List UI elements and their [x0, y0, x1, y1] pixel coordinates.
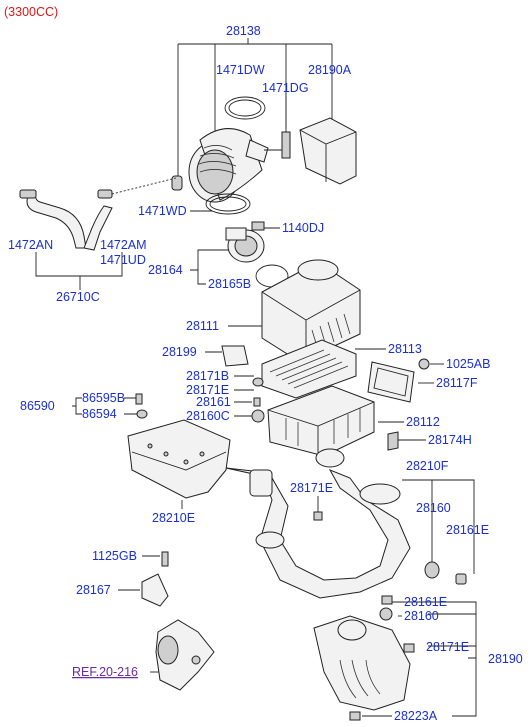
air-duct-28210E — [127, 419, 231, 499]
ref-link[interactable]: REF.20-216 — [72, 665, 138, 679]
leader-lines — [35, 38, 477, 717]
bracket-28174H — [387, 431, 399, 451]
label-28160-b[interactable]: 28160 — [404, 609, 439, 623]
label-28161[interactable]: 28161 — [196, 395, 231, 409]
engine-mount-ref — [155, 619, 215, 691]
label-28190A[interactable]: 28190A — [308, 63, 352, 77]
label-28161E-b[interactable]: 28161E — [404, 595, 447, 609]
label-28138[interactable]: 28138 — [226, 24, 261, 38]
bolt-28171 — [252, 377, 264, 387]
label-1472AM[interactable]: 1472AM — [100, 238, 147, 252]
bolt-28171E-mid — [313, 511, 323, 521]
maf-sensor-28164 — [225, 221, 265, 263]
bolt-1125GB — [161, 551, 169, 567]
label-1140DJ[interactable]: 1140DJ — [282, 221, 324, 235]
label-28160C[interactable]: 28160C — [186, 409, 230, 423]
filter-element-28113 — [261, 339, 357, 399]
air-cleaner-body-28112 — [267, 385, 375, 468]
gasket-28117F — [367, 361, 415, 403]
label-28112[interactable]: 28112 — [406, 415, 440, 429]
label-28171E-a[interactable]: 28171E — [186, 383, 229, 397]
label-28113[interactable]: 28113 — [388, 342, 422, 356]
air-cleaner-cover-28111 — [261, 259, 361, 363]
resonator-28190 — [313, 615, 411, 711]
label-28190[interactable]: 28190 — [488, 652, 523, 666]
label-28117F[interactable]: 28117F — [436, 376, 478, 390]
clamp-1471DW — [224, 96, 266, 120]
bushing-28160C — [251, 409, 265, 423]
part-labels: (3300CC) 28138 1471DW 28190A 1471DG 1471… — [4, 5, 523, 723]
clip-1471DG — [281, 131, 291, 159]
engine-label: (3300CC) — [4, 5, 58, 19]
label-1471DW[interactable]: 1471DW — [216, 63, 265, 77]
label-1471DG[interactable]: 1471DG — [262, 81, 309, 95]
label-28210E[interactable]: 28210E — [152, 511, 195, 525]
clip-hose-small — [171, 175, 183, 191]
label-86595B[interactable]: 86595B — [82, 391, 125, 405]
label-1472AN[interactable]: 1472AN — [8, 238, 53, 252]
label-28171B[interactable]: 28171B — [186, 369, 229, 383]
label-28164[interactable]: 28164 — [148, 263, 183, 277]
pin-28161E-b — [381, 595, 393, 605]
label-28210F[interactable]: 28210F — [406, 459, 449, 473]
grommet-28160-a — [424, 561, 440, 579]
label-28160-a[interactable]: 28160 — [416, 501, 451, 515]
label-1471WD[interactable]: 1471WD — [138, 204, 187, 218]
label-28161E-a[interactable]: 28161E — [446, 523, 489, 537]
label-86590[interactable]: 86590 — [20, 399, 55, 413]
clip-28223A — [349, 711, 361, 721]
label-28167[interactable]: 28167 — [76, 583, 111, 597]
pin-28161 — [253, 397, 261, 407]
label-28165B[interactable]: 28165B — [208, 277, 251, 291]
label-28199[interactable]: 28199 — [162, 345, 197, 359]
intake-snorkel — [225, 467, 411, 599]
bolt-28171E-c — [403, 643, 415, 653]
resonator-28190A — [299, 117, 357, 185]
label-1471UD[interactable]: 1471UD — [100, 253, 146, 267]
bolt-86595B — [135, 393, 143, 405]
label-28171E-b[interactable]: 28171E — [290, 481, 333, 495]
label-28174H[interactable]: 28174H — [428, 433, 472, 447]
label-28199 — [221, 345, 249, 367]
clamp-1471WD — [205, 193, 251, 215]
label-28223A[interactable]: 28223A — [394, 709, 438, 723]
label-28171E-c[interactable]: 28171E — [426, 640, 469, 654]
grommet-86594 — [136, 409, 148, 419]
bushing-28161E-a — [455, 573, 467, 585]
label-26710C[interactable]: 26710C — [56, 290, 100, 304]
grommet-28160-b — [379, 607, 393, 621]
bracket-28167 — [141, 573, 169, 607]
part-drawings — [19, 96, 467, 721]
label-1025AB[interactable]: 1025AB — [446, 357, 490, 371]
grommet-1025AB — [418, 358, 430, 370]
label-1125GB[interactable]: 1125GB — [92, 549, 137, 563]
label-28111[interactable]: 28111 — [186, 319, 219, 333]
intake-hose-28138 — [188, 128, 269, 203]
label-86594[interactable]: 86594 — [82, 407, 117, 421]
